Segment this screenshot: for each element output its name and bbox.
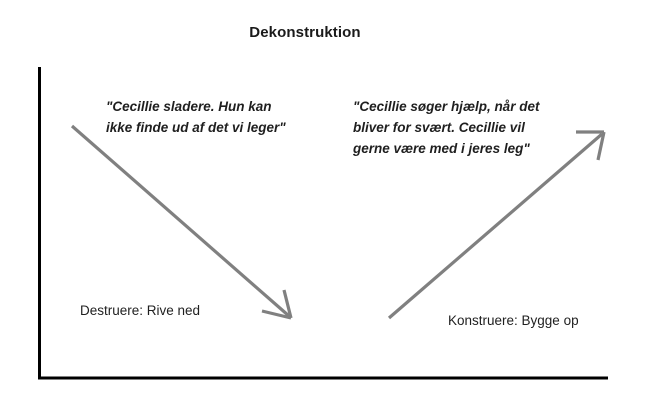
arrow-ascending-barb-down <box>596 131 606 161</box>
arrow-descending <box>70 124 293 320</box>
quote-left: "Cecillie sladere. Hun kan ikke finde ud… <box>106 99 286 135</box>
label-konstruere: Konstruere: Bygge op <box>448 313 579 328</box>
arrow-ascending <box>387 130 606 320</box>
arrow-ascending-shaft <box>387 132 604 320</box>
label-destruere: Destruere: Rive ned <box>80 303 201 318</box>
page-title: Dekonstruktion <box>249 24 361 41</box>
arrow-descending-barb-left <box>261 309 292 320</box>
quote-right: "Cecillie søger hjælp, når det bliver fo… <box>353 99 540 156</box>
arrow-descending-barb-up <box>282 289 293 319</box>
arrow-descending-shaft <box>70 124 291 318</box>
